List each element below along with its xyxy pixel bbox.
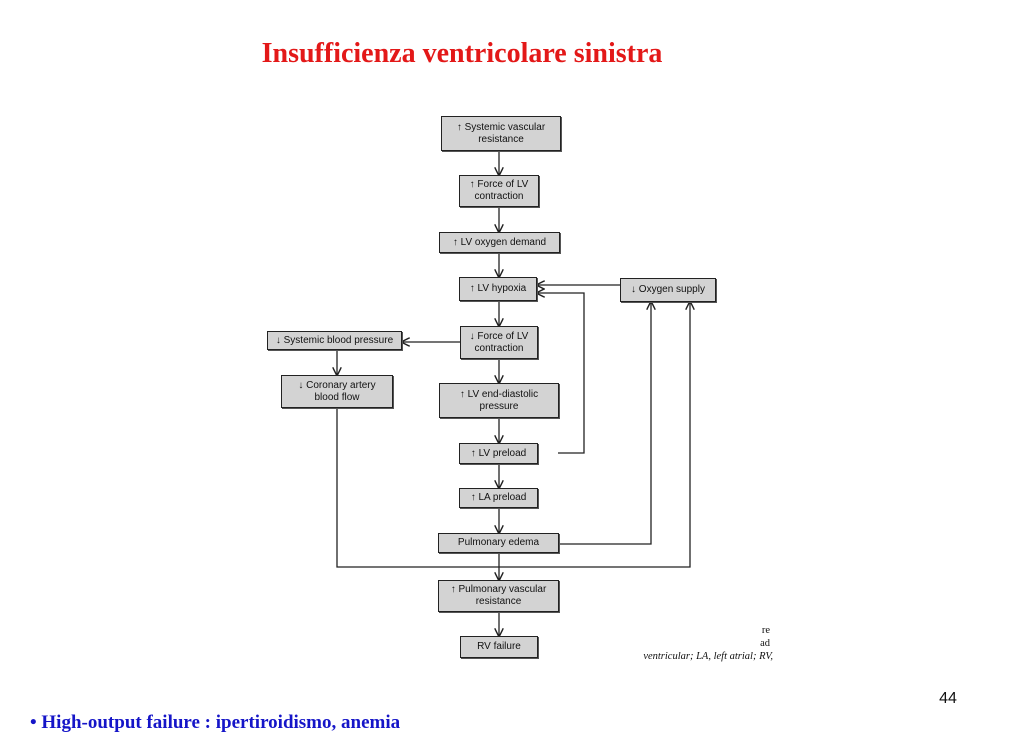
node-oxygen-supply: ↓ Oxygen supply bbox=[620, 278, 716, 302]
node-systemic-vascular-resistance: ↑ Systemic vascular resistance bbox=[441, 116, 561, 151]
arrow-coronary-supply bbox=[336, 302, 690, 568]
node-lv-end-diastolic-pressure: ↑ LV end-diastolic pressure bbox=[439, 383, 559, 418]
node-lv-preload: ↑ LV preload bbox=[459, 443, 538, 464]
node-systemic-blood-pressure: ↓ Systemic blood pressure bbox=[267, 331, 402, 350]
node-lv-oxygen-demand: ↑ LV oxygen demand bbox=[439, 232, 560, 253]
node-pulmonary-edema: Pulmonary edema bbox=[438, 533, 559, 553]
bullet-high-output-failure: • High-output failure : ipertiroidismo, … bbox=[30, 712, 401, 733]
node-coronary-artery-blood-flow: ↓ Coronary artery blood flow bbox=[281, 375, 393, 408]
arrow-edema-supply bbox=[559, 302, 651, 545]
node-force-lv-contraction-down: ↓ Force of LV contraction bbox=[460, 326, 538, 359]
node-pulmonary-vascular-resistance: ↑ Pulmonary vascular resistance bbox=[438, 580, 559, 612]
node-lv-hypoxia: ↑ LV hypoxia bbox=[459, 277, 537, 301]
arrow-preload-hypoxia bbox=[537, 293, 585, 454]
node-rv-failure: RV failure bbox=[460, 636, 538, 658]
page-number: 44 bbox=[939, 690, 957, 707]
node-force-lv-contraction-up: ↑ Force of LV contraction bbox=[459, 175, 539, 207]
caption-line: re bbox=[761, 625, 770, 636]
slide-title: Insufficienza ventricolare sinistra bbox=[261, 38, 663, 69]
node-la-preload: ↑ LA preload bbox=[459, 488, 538, 508]
caption-line: ad bbox=[760, 638, 770, 649]
caption-line: ventricular; LA, left atrial; RV, bbox=[643, 651, 773, 662]
